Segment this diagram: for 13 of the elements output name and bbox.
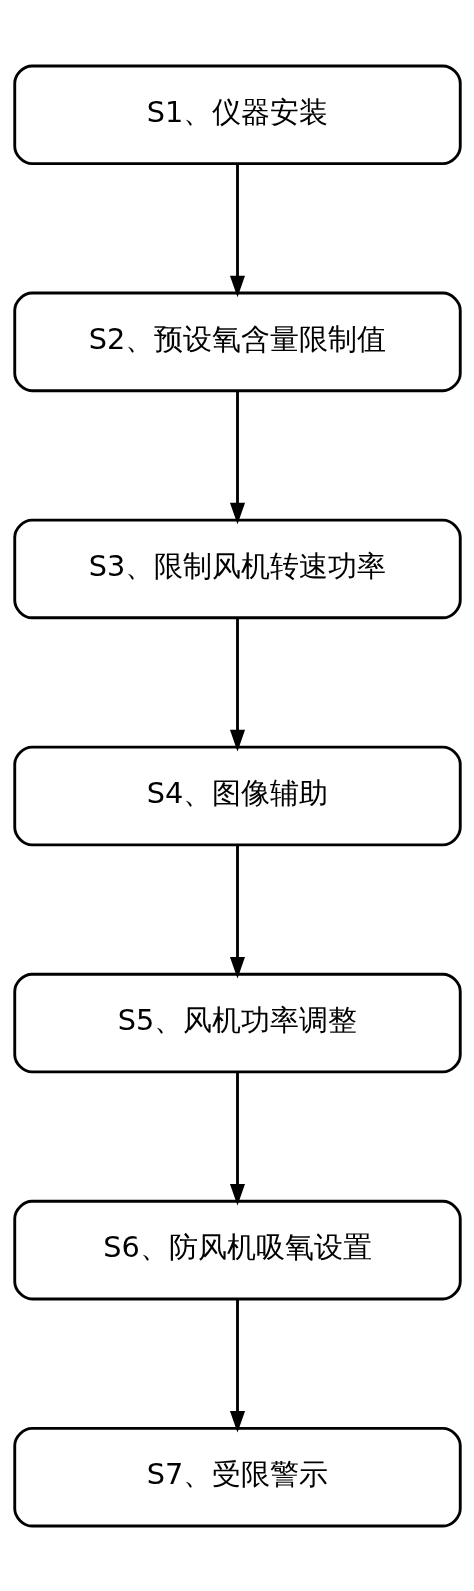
arrow bbox=[229, 390, 245, 524]
arrow bbox=[229, 617, 245, 751]
node-box: S7、受限警示 bbox=[12, 1426, 462, 1527]
node-box: S3、限制风机转速功率 bbox=[12, 518, 462, 619]
node-box: S2、预设氧含量限制值 bbox=[12, 291, 462, 392]
node-box: S6、防风机吸氧设置 bbox=[12, 1199, 462, 1300]
node-box: S4、图像辅助 bbox=[12, 745, 462, 846]
node-box: S5、风机功率调整 bbox=[12, 972, 462, 1073]
arrow bbox=[229, 1298, 245, 1433]
arrow bbox=[229, 163, 245, 297]
arrow bbox=[229, 844, 245, 978]
arrow bbox=[229, 1071, 245, 1206]
node-box: S1、仪器安装 bbox=[12, 64, 462, 165]
